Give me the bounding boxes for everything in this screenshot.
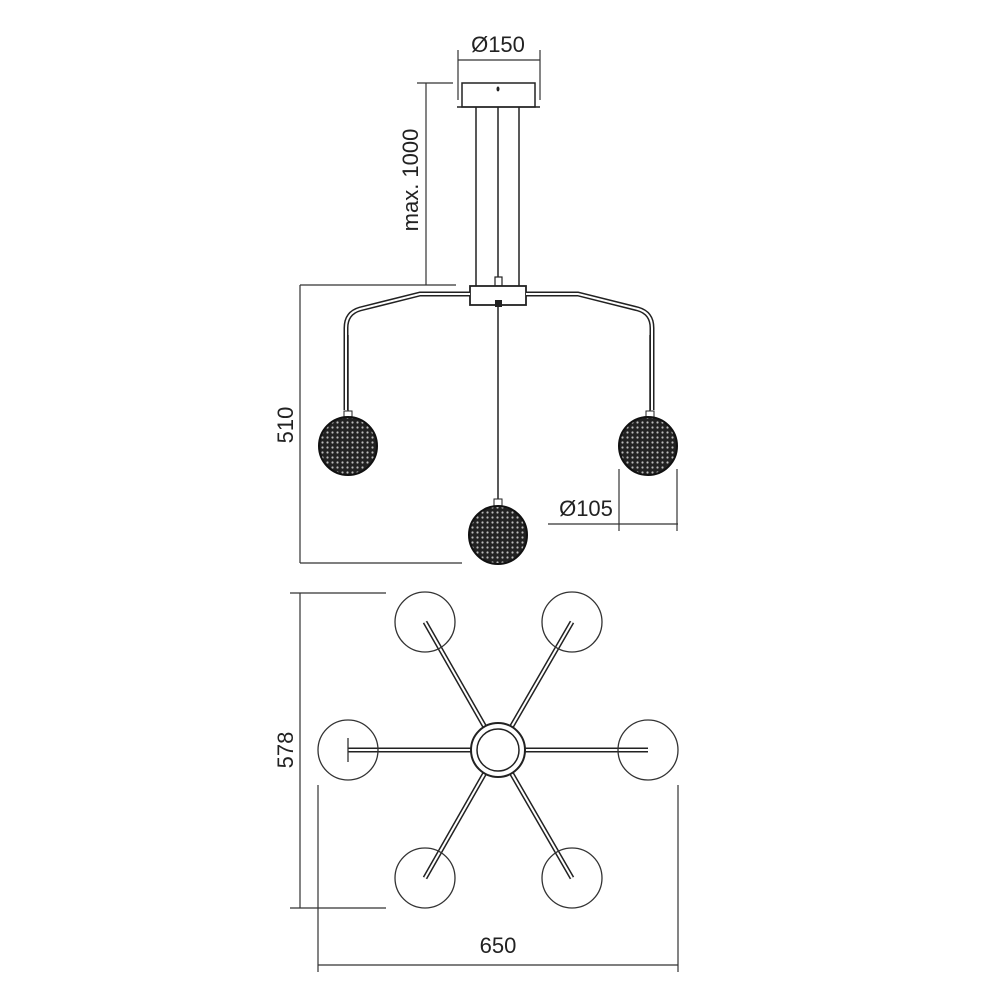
- top-globe: [394, 591, 456, 653]
- max-height-label: max. 1000: [398, 129, 423, 232]
- top-globe: [317, 719, 379, 781]
- ceiling-canopy: [461, 82, 536, 108]
- top-view: 578 650: [273, 591, 679, 972]
- top-globe: [394, 847, 456, 909]
- top-globe: [541, 847, 603, 909]
- canopy-dimension: Ø150: [457, 32, 541, 100]
- width-dimension: 650: [317, 785, 679, 972]
- globe-dimension: Ø105: [548, 469, 678, 531]
- globe-right: [618, 410, 678, 476]
- max-height-dimension: max. 1000: [300, 82, 456, 286]
- top-globe: [617, 719, 679, 781]
- side-view: Ø150 max. 1000: [273, 32, 678, 565]
- suspension-rods: [475, 107, 520, 286]
- depth-dimension: 578: [273, 592, 386, 909]
- globe-diameter-label: Ø105: [559, 496, 613, 521]
- arms: [343, 291, 655, 499]
- depth-label: 578: [273, 732, 298, 769]
- fixture-height-label: 510: [273, 407, 298, 444]
- canopy-diameter-label: Ø150: [471, 32, 525, 57]
- width-label: 650: [480, 933, 517, 958]
- globe-left: [318, 410, 378, 476]
- fixture-height-dimension: 510: [273, 285, 462, 564]
- globe-center: [468, 498, 528, 565]
- top-globe: [541, 591, 603, 653]
